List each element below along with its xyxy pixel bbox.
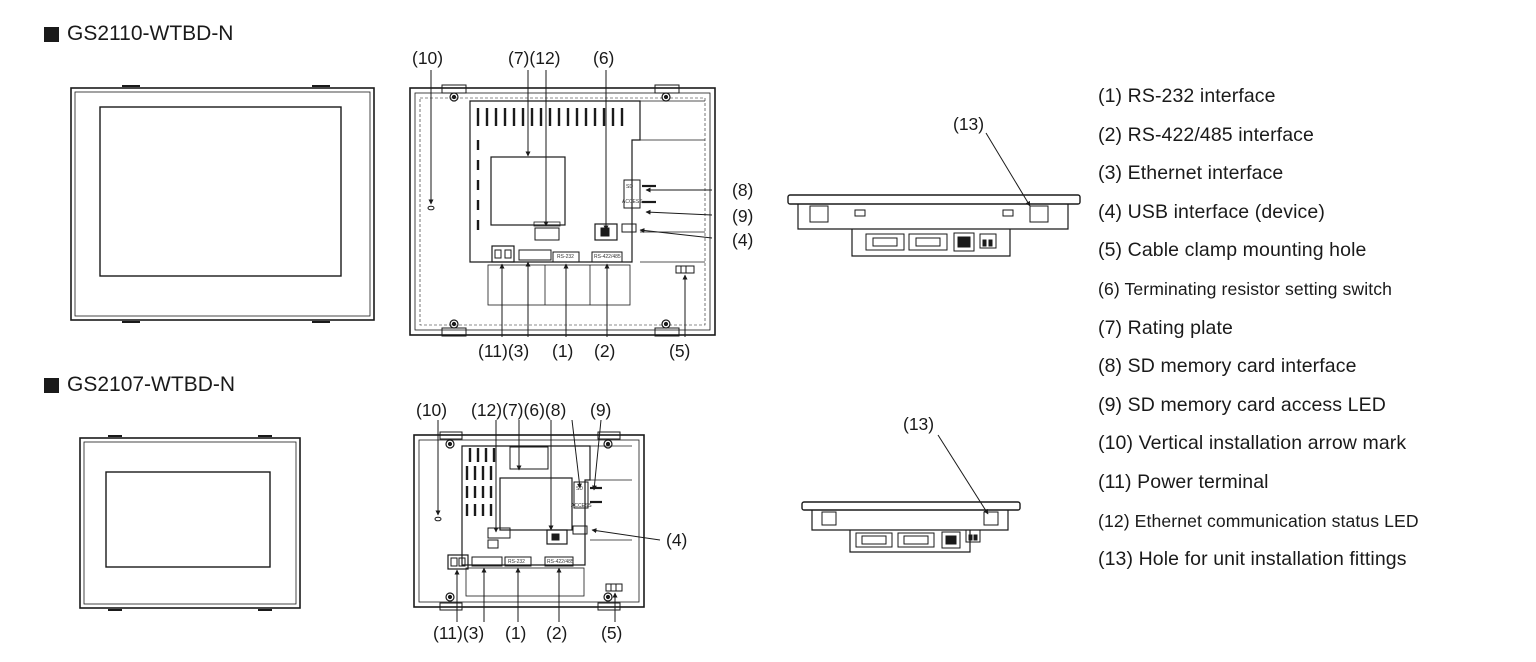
callout-5-2107: (5) bbox=[601, 623, 622, 643]
callout-10-2107: (10) bbox=[416, 400, 447, 420]
rs422-port-label: RS-422/485 bbox=[594, 254, 621, 260]
callout-11-3-2107: (11)(3) bbox=[433, 623, 484, 643]
gs2107-bottom-view bbox=[801, 501, 1021, 553]
access-label-2107: ACCESS bbox=[571, 503, 592, 509]
legend-item: (7) Rating plate bbox=[1098, 316, 1233, 339]
model-title-text: GS2110-WTBD-N bbox=[67, 22, 234, 45]
gs2110-front-view bbox=[70, 85, 375, 323]
gs2107-rear-view bbox=[413, 431, 645, 611]
legend-item: (3) Ethernet interface bbox=[1098, 162, 1284, 185]
legend-item: (13) Hole for unit installation fittings bbox=[1098, 548, 1407, 571]
callout-2-2107: (2) bbox=[546, 623, 567, 643]
legend-item: (11) Power terminal bbox=[1098, 470, 1269, 493]
model-title-gs2110: GS2110-WTBD-N bbox=[44, 22, 233, 46]
callout-1: (1) bbox=[552, 341, 573, 361]
callout-4-2107: (4) bbox=[666, 530, 687, 550]
callout-11-3: (11)(3) bbox=[478, 341, 529, 361]
legend-item: (10) Vertical installation arrow mark bbox=[1098, 432, 1407, 455]
callout-10: (10) bbox=[412, 48, 443, 68]
callout-6: (6) bbox=[593, 48, 614, 68]
sd-label: SD bbox=[626, 184, 633, 190]
legend-item: (8) SD memory card interface bbox=[1098, 355, 1357, 378]
callout-1-2107: (1) bbox=[505, 623, 526, 643]
callout-9: (9) bbox=[732, 206, 753, 226]
callout-9-2107: (9) bbox=[590, 400, 611, 420]
gs2107-front-view bbox=[79, 435, 301, 611]
model-title-gs2107: GS2107-WTBD-N bbox=[44, 373, 235, 397]
legend-item: (4) USB interface (device) bbox=[1098, 200, 1325, 223]
legend-list: (1) RS-232 interface (2) RS-422/485 inte… bbox=[1098, 82, 1419, 584]
legend-item: (6) Terminating resistor setting switch bbox=[1098, 278, 1392, 299]
legend-item: (2) RS-422/485 interface bbox=[1098, 123, 1314, 146]
square-bullet-icon bbox=[44, 377, 59, 393]
callout-13-top: (13) bbox=[953, 114, 984, 134]
model-title-text: GS2107-WTBD-N bbox=[67, 373, 236, 396]
rs422-port-label-2107: RS-422/485 bbox=[547, 559, 574, 565]
legend-item: (9) SD memory card access LED bbox=[1098, 393, 1386, 416]
callout-8: (8) bbox=[732, 180, 753, 200]
callout-5: (5) bbox=[669, 341, 690, 361]
access-label: ACCESS bbox=[622, 199, 643, 205]
rs232-port-label-2107: RS-232 bbox=[508, 559, 525, 565]
rs232-port-label: RS-232 bbox=[557, 254, 574, 260]
sd-label-2107: SD bbox=[576, 486, 583, 492]
square-bullet-icon bbox=[44, 26, 59, 42]
callout-12-7-6-8: (12)(7)(6)(8) bbox=[471, 400, 566, 420]
gs2110-bottom-view bbox=[787, 194, 1081, 257]
callout-2: (2) bbox=[594, 341, 615, 361]
gs2110-rear-view bbox=[409, 84, 716, 337]
callout-4: (4) bbox=[732, 230, 753, 250]
legend-item: (12) Ethernet communication status LED bbox=[1098, 510, 1419, 531]
legend-item: (5) Cable clamp mounting hole bbox=[1098, 239, 1367, 262]
callout-13-bottom: (13) bbox=[903, 414, 934, 434]
legend-item: (1) RS-232 interface bbox=[1098, 85, 1276, 107]
callout-7-12: (7)(12) bbox=[508, 48, 561, 68]
